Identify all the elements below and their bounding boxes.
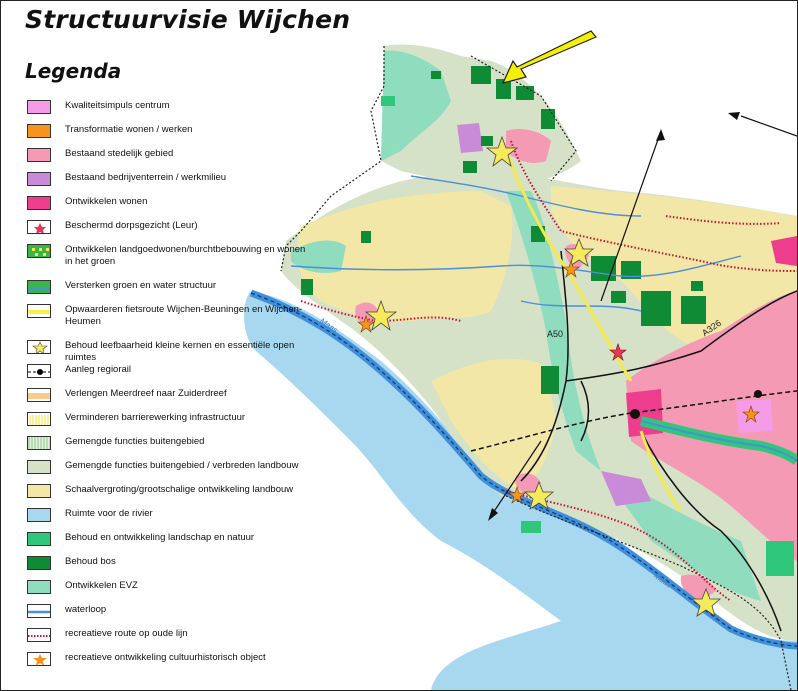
legend-item: recreatieve route op oude lijn: [27, 627, 317, 651]
evz-strip-2: [291, 240, 346, 273]
legend-swatch: [27, 364, 51, 378]
legend-swatch: [27, 580, 51, 594]
legend-item: Verlengen Meerdreef naar Zuiderdreef: [27, 387, 317, 411]
legend-item: Versterken groen en water structuur: [27, 279, 317, 303]
legend-item: Ontwikkelen EVZ: [27, 579, 317, 603]
legend-swatch: [27, 652, 51, 666]
legend-item: Transformatie wonen / werken: [27, 123, 317, 147]
urban-wijchen: [626, 291, 797, 561]
legend-item: Beschermd dorpsgezicht (Leur): [27, 219, 317, 243]
legend-item: Kwaliteitsimpuls centrum: [27, 99, 317, 123]
legend-swatch: [27, 340, 51, 354]
legend-label: Verminderen barrierewerking infrastructu…: [65, 412, 246, 423]
legend-item: Bestaand bedrijventerrein / werkmilieu: [27, 171, 317, 195]
highlight-arrow: [501, 30, 597, 84]
legend-swatch: [27, 532, 51, 546]
legend-label: Beschermd dorpsgezicht (Leur): [65, 220, 198, 231]
legend-label: Ontwikkelen EVZ: [65, 580, 138, 591]
legend-swatch: [27, 148, 51, 162]
agri-south: [431, 358, 556, 491]
legend-label: Bestaand bedrijventerrein / werkmilieu: [65, 172, 227, 183]
legend-label: Verlengen Meerdreef naar Zuiderdreef: [65, 388, 227, 399]
legend-item: waterloop: [27, 603, 317, 627]
legend-swatch: [27, 628, 51, 642]
agri-east: [551, 186, 797, 346]
evz-strip-3: [601, 471, 761, 601]
legend-swatch: [27, 388, 51, 402]
direction-arrows: [490, 115, 797, 517]
waterlopen: [290, 175, 742, 312]
road-label-a50: A50: [547, 329, 564, 339]
legend-label: recreatieve route op oude lijn: [65, 628, 188, 639]
legend-item: Schaalvergroting/grootschalige ontwikkel…: [27, 483, 317, 507]
legend-swatch: [27, 220, 51, 234]
legend-swatch: [27, 244, 51, 258]
urban-north: [506, 129, 551, 163]
legend-item: Behoud bos: [27, 555, 317, 579]
legend-item: Ontwikkelen wonen: [27, 195, 317, 219]
legend-item: Aanleg regiorail: [27, 363, 317, 387]
develop-housing-2: [771, 236, 797, 266]
legend-label: Gemengde functies buitengebied: [65, 436, 205, 447]
legend-item: Opwaarderen fietsroute Wijchen-Beuningen…: [27, 303, 317, 339]
roads: [520, 250, 797, 632]
map-title: Structuurvisie Wijchen: [25, 5, 351, 34]
legend-item: Bestaand stedelijk gebied: [27, 147, 317, 171]
agri-west: [297, 191, 513, 322]
cycle-route: [504, 150, 633, 382]
legend-swatch: [27, 280, 51, 294]
legend-label: Versterken groen en water structuur: [65, 280, 217, 291]
legend-swatch: [27, 172, 51, 186]
protected-village-star: [609, 343, 627, 361]
legend-swatch: [27, 436, 51, 450]
legend-label: Aanleg regiorail: [65, 364, 132, 375]
legend-label: Bestaand stedelijk gebied: [65, 148, 174, 159]
business-area: [457, 123, 483, 153]
legend-label: Behoud en ontwikkeling landschap en natu…: [65, 532, 255, 543]
river-foreland: [244, 291, 797, 690]
legend-swatch: [27, 556, 51, 570]
legend-item: Verminderen barrierewerking infrastructu…: [27, 411, 317, 435]
urban-south-1: [515, 473, 541, 496]
legend-label: Gemengde functies buitengebied / verbred…: [65, 460, 299, 471]
legend-label: Ontwikkelen landgoedwonen/burchtbebouwin…: [65, 244, 306, 267]
legend-swatch: [27, 124, 51, 138]
legend-label: Schaalvergroting/grootschalige ontwikkel…: [65, 484, 294, 495]
evz-strip-1: [506, 191, 601, 471]
business-area-2: [601, 471, 651, 506]
legend-label: Behoud bos: [65, 556, 116, 567]
legend-item: Behoud leefbaarheid kleine kernen en ess…: [27, 339, 317, 363]
legend-swatch: [27, 604, 51, 618]
forest-patches: [301, 66, 706, 394]
legend-label: Opwaarderen fietsroute Wijchen-Beuningen…: [65, 304, 303, 327]
legend-label: Transformatie wonen / werken: [65, 124, 193, 135]
orange-stars: [357, 260, 760, 504]
legend-item: Ontwikkelen landgoedwonen/burchtbebouwin…: [27, 243, 317, 279]
legend-swatch: [27, 508, 51, 522]
legend-label: Behoud leefbaarheid kleine kernen en ess…: [65, 340, 295, 363]
nature-patches: [381, 96, 794, 576]
legend-item: Gemengde functies buitengebied / verbred…: [27, 459, 317, 483]
legend-item: Ruimte voor de rivier: [27, 507, 317, 531]
legend-title: Legenda: [25, 59, 122, 83]
legend-label: Kwaliteitsimpuls centrum: [65, 100, 170, 111]
legend-swatch: [27, 304, 51, 318]
legend-item: Gemengde functies buitengebied: [27, 435, 317, 459]
legend-label: Ontwikkelen wonen: [65, 196, 148, 207]
legend-swatch: [27, 460, 51, 474]
legend-swatch: [27, 412, 51, 426]
legend-swatch: [27, 100, 51, 114]
legend-swatch: [27, 196, 51, 210]
legend-item: recreatieve ontwikkeling cultuurhistoris…: [27, 651, 317, 675]
yellow-stars: [364, 135, 722, 617]
legend-label: waterloop: [65, 604, 107, 615]
legend-label: recreatieve ontwikkeling cultuurhistoris…: [65, 652, 266, 663]
centre-impulse: [736, 399, 773, 433]
legend-label: Ruimte voor de rivier: [65, 508, 153, 519]
legend-item: Behoud en ontwikkeling landschap en natu…: [27, 531, 317, 555]
legend-swatch: [27, 484, 51, 498]
